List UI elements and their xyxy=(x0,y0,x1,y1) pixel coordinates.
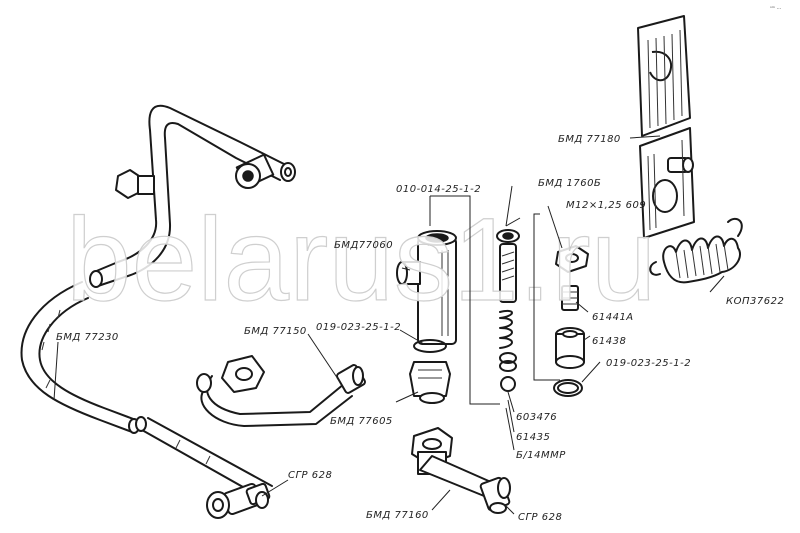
label-cgr628-b: СГР 628 xyxy=(518,512,562,523)
watermark: belarus1.ru xyxy=(66,194,656,326)
corner-mark: ˢᵐ ··· xyxy=(770,6,782,12)
plate-bmd77180 xyxy=(637,15,695,239)
label-bmd77230: БМД 77230 xyxy=(56,332,119,343)
label-bmd77605: БМД 77605 xyxy=(330,416,393,427)
label-61438: 61438 xyxy=(592,336,626,347)
label-61435: 61435 xyxy=(516,432,550,443)
label-bmd77060: БМД77060 xyxy=(334,240,393,251)
label-bmd77180: БМД 77180 xyxy=(558,134,621,145)
label-bmd1760b: БМД 1760Б xyxy=(538,178,601,189)
label-61441a: 61441А xyxy=(592,312,634,323)
pipe-bmd77230 xyxy=(20,104,296,519)
elbow-bmd77150 xyxy=(196,355,366,427)
label-603476: 603476 xyxy=(516,412,557,423)
label-010-014: 010-014-25-1-2 xyxy=(396,184,481,195)
label-019-023-b: 019-023-25-1-2 xyxy=(606,358,691,369)
part-labels: БМД 77180 БМД 1760Б М12×1,25 609 010-014… xyxy=(56,134,784,523)
label-b14mmr: Б/14ММР xyxy=(516,450,566,461)
label-kop37622: КОП37622 xyxy=(726,296,784,307)
body-bmd77060 xyxy=(396,230,457,404)
label-bmd77150: БМД 77150 xyxy=(244,326,307,337)
label-m12: М12×1,25 609 xyxy=(566,200,646,211)
label-cgr628-a: СГР 628 xyxy=(288,470,332,481)
label-bmd77160: БМД 77160 xyxy=(366,510,429,521)
valve-stem-column xyxy=(496,229,520,392)
leader-lines xyxy=(53,135,725,515)
elbow-bmd77160 xyxy=(411,427,511,514)
label-019-023-a: 019-023-25-1-2 xyxy=(316,322,401,333)
fittings-right xyxy=(553,245,589,397)
spring-kop37622 xyxy=(649,217,743,284)
